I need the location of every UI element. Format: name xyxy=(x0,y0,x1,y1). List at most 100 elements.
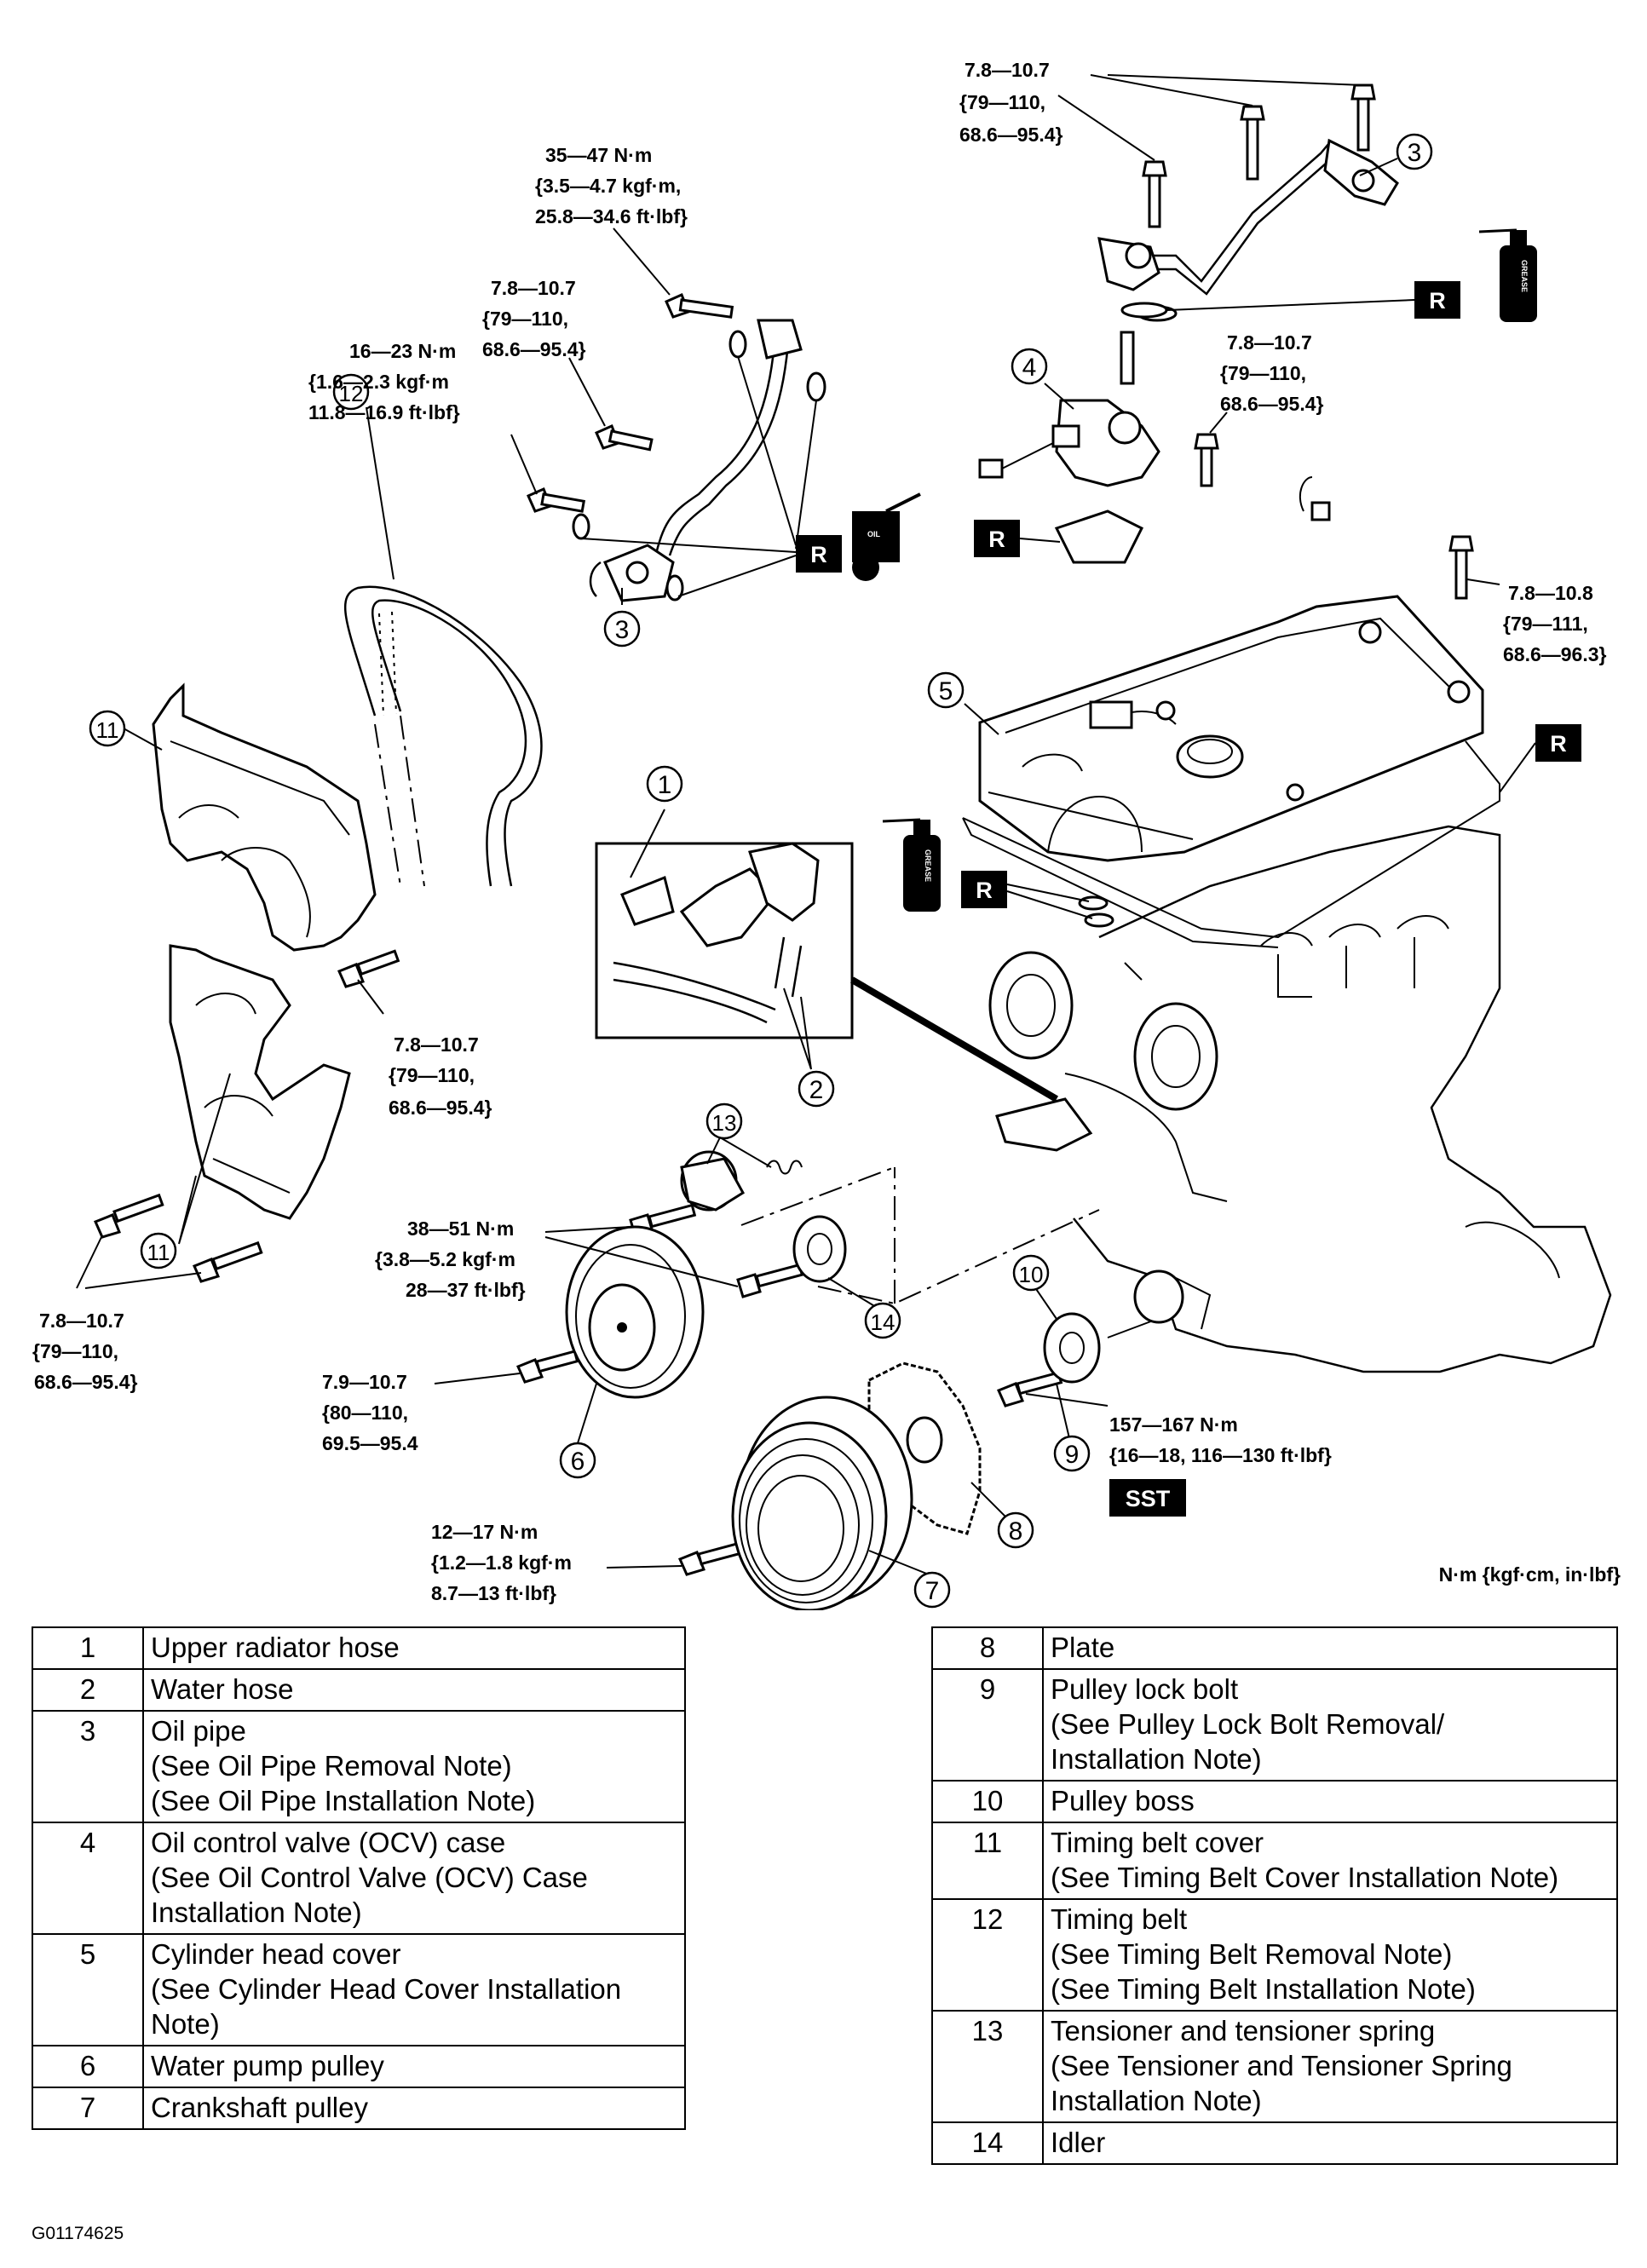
svg-text:68.6—95.4}: 68.6—95.4} xyxy=(389,1097,492,1119)
callout-5: 5 xyxy=(927,671,965,709)
engine-block xyxy=(1064,825,1612,1373)
part-description-line: Installation Note) xyxy=(151,1897,362,1928)
part-description: Plate xyxy=(1042,1626,1618,1670)
svg-text:{16—18, 116—130 ft·lbf}: {16—18, 116—130 ft·lbf} xyxy=(1109,1444,1332,1466)
callout-11-lower: 11 xyxy=(140,1232,177,1269)
callout-7: 7 xyxy=(913,1571,951,1609)
part-number: 13 xyxy=(931,2010,1044,2123)
unit-note: N·m {kgf·cm, in·lbf} xyxy=(1439,1563,1621,1586)
part-number: 3 xyxy=(32,1710,144,1823)
svg-text:{3.8—5.2 kgf·m: {3.8—5.2 kgf·m xyxy=(375,1248,515,1270)
cylinder-head-cover[interactable] xyxy=(978,595,1484,862)
timing-belt-cover-lower[interactable] xyxy=(169,944,351,1220)
part-description-line: Installation Note) xyxy=(1051,1743,1262,1775)
svg-text:68.6—95.4}: 68.6—95.4} xyxy=(482,338,586,360)
water-pump-pulley[interactable] xyxy=(565,1225,705,1399)
part-description-line: Pulley boss xyxy=(1051,1785,1195,1816)
svg-text:11.8—16.9 ft·lbf}: 11.8—16.9 ft·lbf} xyxy=(308,401,460,423)
part-description-line: Idler xyxy=(1051,2127,1106,2158)
svg-text:68.6—96.3}: 68.6—96.3} xyxy=(1503,643,1607,665)
idler[interactable] xyxy=(792,1215,847,1283)
svg-text:7.8—10.7: 7.8—10.7 xyxy=(394,1033,479,1056)
svg-text:7.8—10.7: 7.8—10.7 xyxy=(1227,331,1312,354)
svg-text:68.6—95.4}: 68.6—95.4} xyxy=(34,1371,138,1393)
timing-belt[interactable] xyxy=(343,585,543,887)
part-number: 4 xyxy=(32,1822,144,1935)
svg-text:7.8—10.7: 7.8—10.7 xyxy=(39,1310,124,1332)
svg-text:3: 3 xyxy=(615,616,630,644)
callout-6: 6 xyxy=(559,1442,596,1479)
svg-text:{79—111,: {79—111, xyxy=(1503,613,1588,635)
svg-text:5: 5 xyxy=(939,677,953,705)
torque-water-pump-pulley: 7.9—10.7 {80—110, 69.5—95.4 xyxy=(322,1371,418,1454)
part-description: Oil control valve (OCV) case(See Oil Con… xyxy=(142,1822,686,1935)
torque-timing-cover-upper: 7.8—10.7 {79—110, 68.6—95.4} xyxy=(389,1033,492,1119)
svg-text:4: 4 xyxy=(1022,354,1037,382)
ocv-case[interactable] xyxy=(978,331,1331,521)
tensioner[interactable] xyxy=(680,1150,803,1212)
torque-crankshaft-pulley: 12—17 N·m {1.2—1.8 kgf·m 8.7—13 ft·lbf} xyxy=(431,1521,572,1604)
part-description: Pulley boss xyxy=(1042,1780,1618,1823)
part-description-line: Tensioner and tensioner spring xyxy=(1051,2015,1436,2046)
svg-text:11: 11 xyxy=(147,1240,170,1265)
svg-text:7.9—10.7: 7.9—10.7 xyxy=(322,1371,407,1393)
pulley-boss[interactable] xyxy=(1043,1269,1212,1384)
svg-text:{79—110,: {79—110, xyxy=(1220,362,1306,384)
part-description-line: (See Pulley Lock Bolt Removal/ xyxy=(1051,1708,1445,1740)
svg-text:1: 1 xyxy=(658,771,672,799)
svg-text:9: 9 xyxy=(1065,1441,1080,1469)
callout-11-upper: 11 xyxy=(89,710,126,747)
part-description-line: Timing belt cover xyxy=(1051,1827,1264,1858)
svg-text:{3.5—4.7 kgf·m,: {3.5—4.7 kgf·m, xyxy=(535,175,681,197)
svg-text:OIL: OIL xyxy=(867,530,881,538)
svg-text:7: 7 xyxy=(925,1577,940,1605)
torque-oil-pipe-mid: 7.8—10.7 {79—110, 68.6—95.4} xyxy=(482,277,586,360)
timing-belt-cover-upper[interactable] xyxy=(152,682,377,952)
part-number: 8 xyxy=(931,1626,1044,1670)
part-number: 12 xyxy=(931,1898,1044,2012)
sst-box: SST xyxy=(1109,1479,1186,1517)
part-description-line: Installation Note) xyxy=(1051,2085,1262,2116)
torque-pulley-lock-bolt: 157—167 N·m {16—18, 116—130 ft·lbf} xyxy=(1109,1413,1332,1466)
detail-leader xyxy=(849,976,1059,1102)
part-number: 9 xyxy=(931,1668,1044,1782)
svg-text:68.6—95.4}: 68.6—95.4} xyxy=(1220,393,1324,415)
svg-text:{79—110,: {79—110, xyxy=(959,91,1045,113)
svg-text:GREASE: GREASE xyxy=(924,849,932,882)
grease-can-icon-2: GREASE xyxy=(882,818,941,912)
torque-top-right: 7.8—10.7 {79—110, 68.6—95.4} xyxy=(959,59,1063,146)
torque-tensioner-idler: 38—51 N·m {3.8—5.2 kgf·m 28—37 ft·lbf} xyxy=(375,1217,526,1301)
torque-ocv-case: 7.8—10.7 {79—110, 68.6—95.4} xyxy=(1220,331,1324,415)
part-description-line: Plate xyxy=(1051,1632,1115,1663)
svg-text:68.6—95.4}: 68.6—95.4} xyxy=(959,124,1063,146)
svg-text:12—17 N·m: 12—17 N·m xyxy=(431,1521,538,1543)
callout-14: 14 xyxy=(864,1302,901,1339)
oil-pipe-lower[interactable] xyxy=(572,319,826,602)
callout-4: 4 xyxy=(1011,348,1048,385)
part-description-line: Crankshaft pulley xyxy=(151,2092,368,2123)
svg-text:28—37 ft·lbf}: 28—37 ft·lbf} xyxy=(406,1279,526,1301)
svg-text:{79—110,: {79—110, xyxy=(32,1340,118,1362)
svg-text:7.8—10.8: 7.8—10.8 xyxy=(1508,582,1593,604)
part-description-line: Pulley lock bolt xyxy=(1051,1673,1239,1705)
part-number: 1 xyxy=(32,1626,144,1670)
part-description: Timing belt cover(See Timing Belt Cover … xyxy=(1042,1822,1618,1900)
replace-box-1: R xyxy=(1414,281,1460,319)
part-description-line: Oil control valve (OCV) case xyxy=(151,1827,506,1858)
part-description-line: (See Tensioner and Tensioner Spring xyxy=(1051,2050,1512,2081)
svg-text:{1.2—1.8 kgf·m: {1.2—1.8 kgf·m xyxy=(431,1551,572,1574)
svg-text:{1.6—2.3 kgf·m: {1.6—2.3 kgf·m xyxy=(308,371,449,393)
part-description: Tensioner and tensioner spring (See Tensi… xyxy=(1042,2010,1618,2123)
crankshaft-pulley[interactable] xyxy=(731,1396,913,1610)
replace-box-2: R xyxy=(796,535,842,573)
part-description: Timing belt(See Timing Belt Removal Note… xyxy=(1042,1898,1618,2012)
part-number: 10 xyxy=(931,1780,1044,1823)
